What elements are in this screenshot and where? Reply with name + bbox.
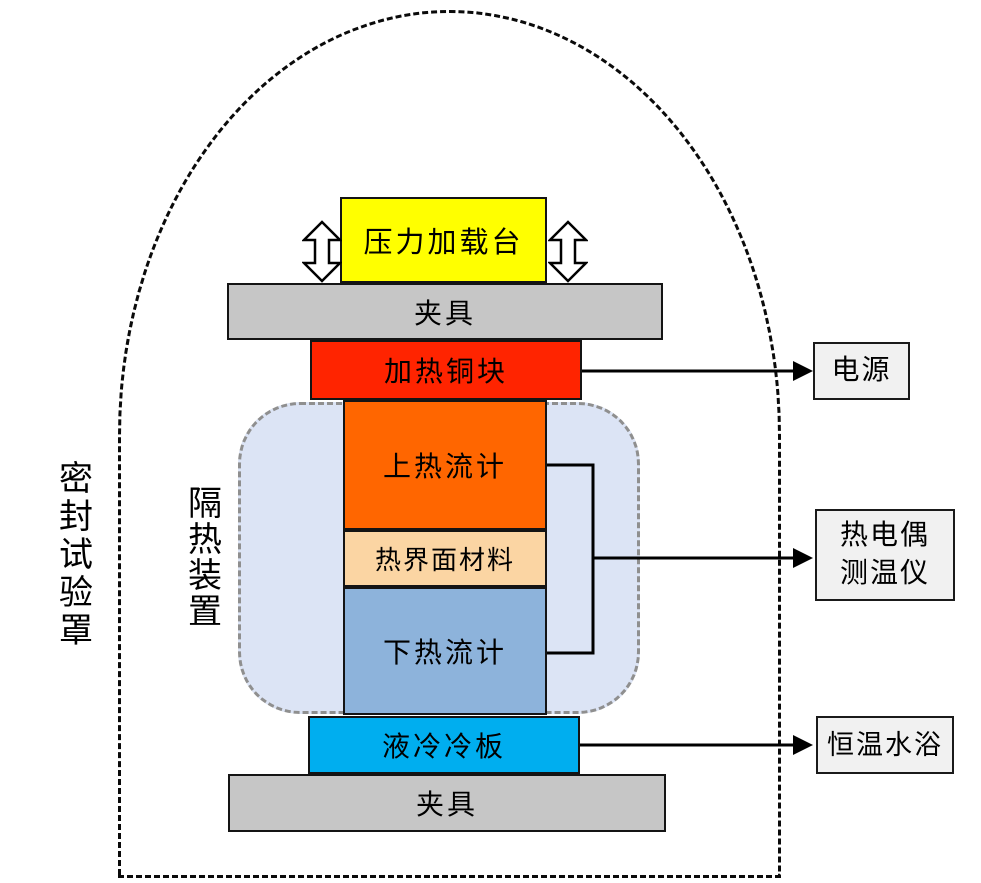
cold-plate-label: 液冷冷板 (381, 732, 506, 763)
upper-heat-flux-meter-box: 上热流计 (343, 400, 547, 530)
fixture-top-box: 夹具 (227, 283, 663, 340)
power-supply-box: 电源 (813, 342, 910, 400)
heating-block-box: 加热铜块 (310, 340, 582, 400)
arrowhead-thermocouple (793, 548, 813, 568)
pressure-stage-label: 压力加载台 (363, 227, 524, 259)
water-bath-label: 恒温水浴 (827, 730, 943, 760)
thermocouple-meter-box: 热电偶 测温仪 (815, 509, 955, 601)
fixture-bottom-box: 夹具 (228, 774, 666, 832)
pressure-stage-box: 压力加载台 (340, 197, 547, 283)
arrowhead-power (793, 361, 813, 381)
insulation-label: 隔热装置 (188, 486, 222, 631)
heating-block-label: 加热铜块 (383, 357, 508, 388)
lower-heat-flux-meter-label: 下热流计 (382, 638, 507, 669)
lower-heat-flux-meter-box: 下热流计 (343, 587, 547, 715)
sealed-cover-outline (118, 10, 781, 878)
thermal-interface-material-label: 热界面材料 (374, 546, 515, 575)
arrowhead-waterbath (793, 735, 813, 755)
thermocouple-meter-label-line2: 测温仪 (839, 558, 930, 589)
fixture-bottom-label: 夹具 (415, 790, 478, 821)
load-arrow-icon (548, 220, 588, 283)
load-arrow-icon (302, 220, 342, 283)
cold-plate-box: 液冷冷板 (308, 716, 580, 774)
power-supply-label: 电源 (831, 355, 892, 386)
fixture-top-label: 夹具 (413, 298, 476, 330)
thermal-interface-material-box: 热界面材料 (343, 530, 547, 587)
sealed-cover-label: 密封试验罩 (59, 461, 93, 650)
thermocouple-meter-label-line1: 热电偶 (839, 520, 930, 551)
water-bath-box: 恒温水浴 (816, 716, 954, 774)
upper-heat-flux-meter-label: 上热流计 (382, 452, 507, 483)
